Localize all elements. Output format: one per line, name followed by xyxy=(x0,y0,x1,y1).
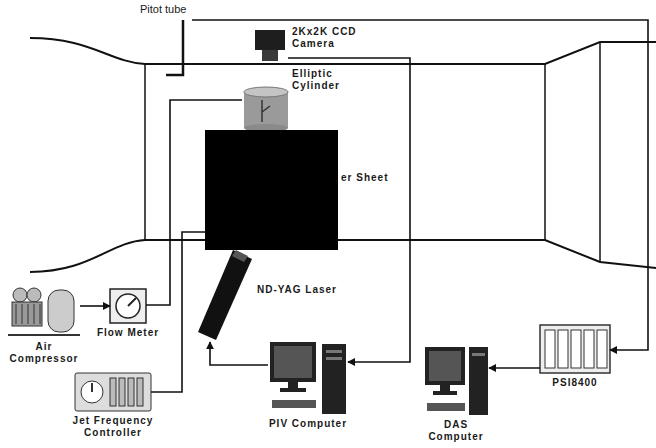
node-label: Elliptic Cylinder xyxy=(292,68,356,92)
ccd-camera: 2Kx2K CCD Camera xyxy=(252,28,288,62)
camera-symbol xyxy=(255,30,285,61)
scanner-symbol xyxy=(540,325,610,373)
pitot-tube-symbol xyxy=(166,20,183,75)
das-computer: DAS Computer xyxy=(423,345,489,417)
psi-scanner: PSI8400 xyxy=(540,325,610,373)
pitot-tube: Pitot tube xyxy=(162,16,192,76)
elliptic-cylinder: Elliptic Cylinder xyxy=(242,86,290,130)
connector-line xyxy=(192,20,648,350)
computer-symbol xyxy=(425,347,488,415)
node-label: ND-YAG Laser xyxy=(257,284,347,296)
laser-symbol xyxy=(198,250,252,340)
connector-line xyxy=(210,342,268,365)
computer-symbol xyxy=(270,342,346,414)
node-label: Air Compressor xyxy=(4,341,84,365)
controller-symbol xyxy=(75,373,151,411)
cylinder-symbol xyxy=(244,87,288,132)
nd-yag-laser: ND-YAG Laser xyxy=(195,250,253,342)
flow-meter-symbol xyxy=(110,289,146,323)
laser-sheet: er Sheet xyxy=(205,130,338,250)
node-label: DAS Computer xyxy=(419,419,493,443)
piv-computer: PIV Computer xyxy=(268,340,348,416)
flow-meter: Flow Meter xyxy=(110,289,146,323)
tunnel-wall xyxy=(30,38,656,272)
compressor-symbol xyxy=(8,288,80,335)
node-label: PSI8400 xyxy=(530,377,620,389)
node-label: er Sheet xyxy=(341,172,411,184)
node-label: PIV Computer xyxy=(268,418,348,430)
connector-line xyxy=(489,367,540,369)
node-label: 2Kx2K CCD Camera xyxy=(292,26,388,50)
jet-frequency-controller: Jet Frequency Controller xyxy=(75,373,151,411)
connector-line xyxy=(151,232,205,392)
node-label: Flow Meter xyxy=(88,327,168,339)
node-label: Jet Frequency Controller xyxy=(63,415,163,439)
connector-line xyxy=(80,305,110,307)
air-compressor: Air Compressor xyxy=(8,285,80,337)
test-section-frame xyxy=(145,42,600,262)
node-label: Pitot tube xyxy=(140,3,220,15)
